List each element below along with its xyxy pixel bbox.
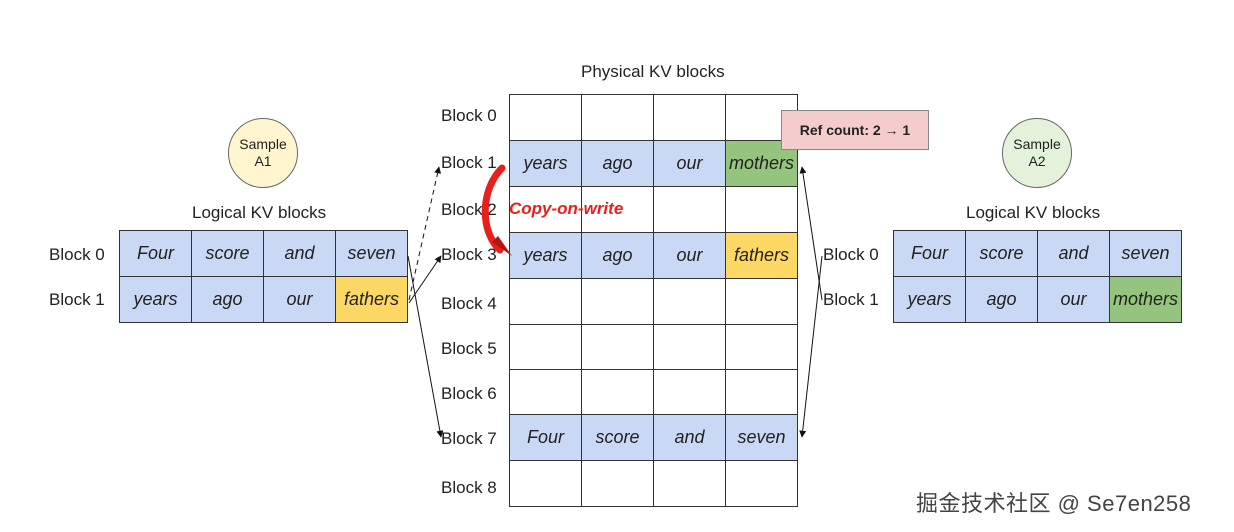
physical-block-cell	[510, 461, 582, 507]
physical-block-cell	[510, 370, 582, 415]
sample-a1-circle: Sample A1	[228, 118, 298, 188]
a1-logical-block-cell: years	[120, 277, 192, 323]
block-label: Block 3	[441, 245, 497, 264]
copy-on-write-label: Copy-on-write	[509, 199, 624, 218]
a1-logical-block-cell: fathers	[336, 277, 408, 323]
arrow-a1-block1-to-block1-dashed	[408, 166, 442, 301]
a2-logical-block-cell: seven	[1110, 231, 1182, 277]
block-label: Block 7	[441, 429, 497, 448]
physical-block-cell	[726, 279, 798, 325]
sample-a1-id: A1	[254, 153, 272, 169]
physical-block-cell: mothers	[726, 141, 798, 187]
block-label: Block 0	[823, 245, 879, 264]
sample-a2-label: Sample	[1013, 136, 1061, 152]
physical-block-cell	[582, 279, 654, 325]
physical-block-cell	[510, 325, 582, 370]
physical-block-cell: fathers	[726, 233, 798, 279]
block-label: Block 0	[441, 106, 497, 125]
physical-block-cell	[726, 187, 798, 233]
physical-block-cell	[582, 325, 654, 370]
physical-block-cell: our	[654, 233, 726, 279]
block-label: Block 0	[49, 245, 105, 264]
physical-block-cell: years	[510, 141, 582, 187]
physical-block-cell	[654, 325, 726, 370]
arrow-a2-block0-to-block7	[799, 255, 823, 438]
physical-kv-title: Physical KV blocks	[581, 62, 725, 81]
a2-logical-block-cell: years	[894, 277, 966, 323]
physical-block-cell: and	[654, 415, 726, 461]
a2-logical-kv-title: Logical KV blocks	[966, 203, 1101, 222]
physical-block-cell: score	[582, 415, 654, 461]
a1-logical-block-cell: and	[264, 231, 336, 277]
physical-block-cell	[582, 187, 654, 233]
block-label: Block 4	[441, 294, 497, 313]
block-label: Block 8	[441, 478, 497, 497]
copy-on-write-arrow-head	[492, 236, 512, 256]
physical-block-cell	[510, 187, 582, 233]
physical-block-cell: years	[510, 233, 582, 279]
block-label: Block 6	[441, 384, 497, 403]
arrow-a1-block0-to-block7	[407, 255, 444, 438]
physical-block-cell: ago	[582, 141, 654, 187]
a2-logical-block-cell: our	[1038, 277, 1110, 323]
physical-block-cell	[654, 279, 726, 325]
physical-block-cell	[726, 370, 798, 415]
copy-on-write-arrow	[481, 164, 506, 254]
a1-logical-block-cell: score	[192, 231, 264, 277]
block-label: Block 1	[441, 153, 497, 172]
a1-logical-block-cell: ago	[192, 277, 264, 323]
a1-logical-block-cell: Four	[120, 231, 192, 277]
block-label: Block 5	[441, 339, 497, 358]
a1-logical-block-cell: our	[264, 277, 336, 323]
physical-block-cell	[726, 325, 798, 370]
physical-block-cell: Four	[510, 415, 582, 461]
watermark: 掘金技术社区 @ Se7en258	[916, 491, 1192, 516]
physical-block-cell	[510, 279, 582, 325]
block-label: Block 1	[49, 290, 105, 309]
a2-logical-block-cell: mothers	[1110, 277, 1182, 323]
arrow-a1-block1-to-block3	[408, 255, 442, 304]
physical-block-cell	[654, 461, 726, 507]
physical-block-cell	[582, 461, 654, 507]
physical-block-cell	[654, 187, 726, 233]
physical-block-cell: seven	[726, 415, 798, 461]
arrow-a2-block1-to-block1	[799, 166, 823, 301]
ref-count-box: Ref count: 2 → 1	[781, 110, 929, 150]
sample-a2-circle: Sample A2	[1002, 118, 1072, 188]
a2-logical-block-cell: Four	[894, 231, 966, 277]
a2-logical-block-cell: ago	[966, 277, 1038, 323]
physical-block-cell	[654, 370, 726, 415]
physical-block-cell	[510, 95, 582, 141]
ref-count-label: Ref count: 2 → 1	[799, 122, 911, 138]
sample-a1-label: Sample	[239, 136, 287, 152]
physical-block-cell	[726, 461, 798, 507]
a2-logical-block-cell: and	[1038, 231, 1110, 277]
physical-block-cell: our	[654, 141, 726, 187]
block-label: Block 1	[823, 290, 879, 309]
physical-block-cell	[582, 95, 654, 141]
sample-a2-id: A2	[1028, 153, 1046, 169]
physical-block-cell: ago	[582, 233, 654, 279]
physical-block-cell	[582, 370, 654, 415]
physical-block-cell	[654, 95, 726, 141]
a1-logical-block-cell: seven	[336, 231, 408, 277]
a1-logical-kv-title: Logical KV blocks	[192, 203, 327, 222]
a2-logical-block-cell: score	[966, 231, 1038, 277]
